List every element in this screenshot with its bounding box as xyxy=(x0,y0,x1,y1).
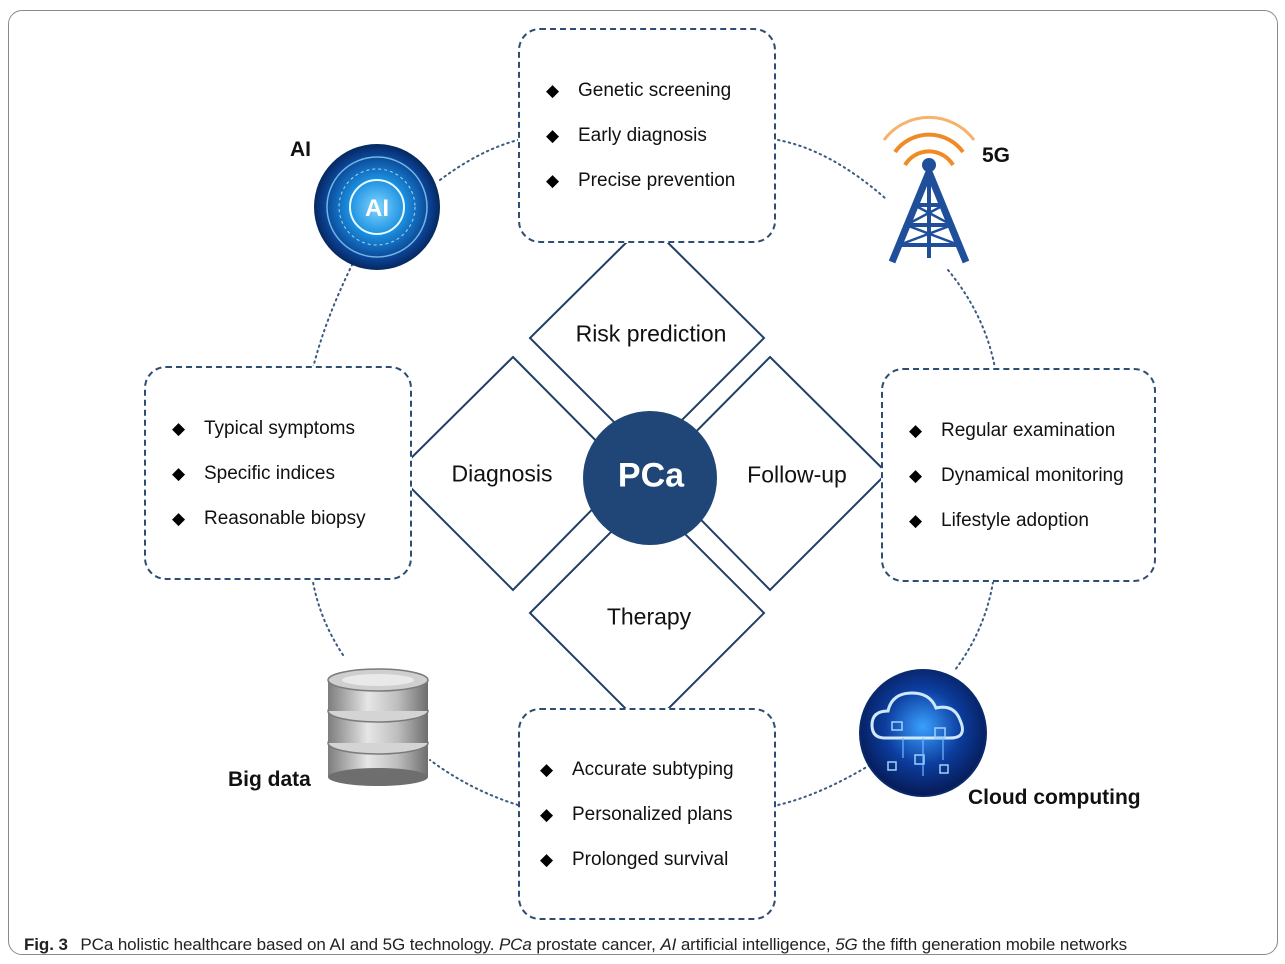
list-item: ◆Personalized plans xyxy=(540,792,774,837)
caption-abbr: AI xyxy=(660,935,677,954)
stage-label-therapy: Therapy xyxy=(606,603,692,630)
connector-5g-right xyxy=(947,269,996,369)
connector-right-cloud xyxy=(954,581,994,671)
list-item: ◆Accurate subtyping xyxy=(540,747,774,792)
list-item: ◆Early diagnosis xyxy=(546,113,774,158)
bullet-diamond-icon: ◆ xyxy=(540,849,554,869)
caption-definition: prostate cancer, xyxy=(536,935,656,954)
tech-label-5g: 5G xyxy=(982,144,1011,167)
bullet-diamond-icon: ◆ xyxy=(909,465,923,485)
bullet-diamond-icon: ◆ xyxy=(909,510,923,530)
diamond-diagnosis xyxy=(394,355,630,592)
box-diagnosis-outcomes: ◆Typical symptoms ◆Specific indices ◆Rea… xyxy=(144,366,412,580)
box-follow-up-outcomes: ◆Regular examination ◆Dynamical monitori… xyxy=(881,368,1156,582)
figure-number: Fig. 3 xyxy=(24,935,68,954)
list-item: ◆Genetic screening xyxy=(546,68,774,113)
connector-bottom-bigdata xyxy=(429,759,519,806)
list-item: ◆Reasonable biopsy xyxy=(172,496,410,541)
figure-frame xyxy=(8,10,1278,955)
dotted-connectors xyxy=(312,139,996,806)
svg-text:AI: AI xyxy=(365,195,389,222)
connector-top-5g xyxy=(777,139,886,199)
caption-definition: the fifth generation mobile networks xyxy=(862,935,1128,954)
bullet-diamond-icon: ◆ xyxy=(540,759,554,779)
bullet-diamond-icon: ◆ xyxy=(172,463,186,483)
list-item: ◆Precise prevention xyxy=(546,158,774,203)
bullet-diamond-icon: ◆ xyxy=(172,418,186,438)
radio-tower-icon xyxy=(882,115,976,264)
list-item: ◆Prolonged survival xyxy=(540,837,774,882)
connector-ai-top xyxy=(439,139,519,181)
list-item: ◆Typical symptoms xyxy=(172,406,410,451)
cloud-network-icon xyxy=(859,669,987,797)
caption-definition: artificial intelligence, xyxy=(680,935,831,954)
stage-diamonds xyxy=(394,220,889,732)
caption-title: PCa holistic healthcare based on AI and … xyxy=(80,935,495,954)
figure-caption: Fig. 3 PCa holistic healthcare based on … xyxy=(24,935,1127,955)
list-item: ◆Regular examination xyxy=(909,408,1154,453)
list-item: ◆Lifestyle adoption xyxy=(909,498,1154,543)
bullet-diamond-icon: ◆ xyxy=(546,126,560,145)
bullet-diamond-icon: ◆ xyxy=(540,804,554,824)
bullet-diamond-icon: ◆ xyxy=(546,171,560,190)
box-risk-prediction-outcomes: ◆Genetic screening ◆Early diagnosis ◆Pre… xyxy=(518,28,776,243)
tech-label-ai: AI xyxy=(290,138,311,161)
connector-left-ai xyxy=(312,264,353,369)
bullet-diamond-icon: ◆ xyxy=(909,420,923,440)
caption-abbr: 5G xyxy=(835,935,858,954)
caption-abbr: PCa xyxy=(498,935,532,954)
bullet-diamond-icon: ◆ xyxy=(546,81,560,100)
stage-label-risk-prediction: Risk prediction xyxy=(575,320,727,347)
center-circle xyxy=(583,411,717,545)
list-item: ◆Dynamical monitoring xyxy=(909,453,1154,498)
bullet-diamond-icon: ◆ xyxy=(172,508,186,528)
stage-label-follow-up: Follow-up xyxy=(747,461,847,488)
list-item: ◆Specific indices xyxy=(172,451,410,496)
connector-cloud-bottom xyxy=(777,764,871,806)
box-therapy-outcomes: ◆Accurate subtyping ◆Personalized plans … xyxy=(518,708,776,920)
stage-label-diagnosis: Diagnosis xyxy=(451,460,553,487)
tech-label-big-data: Big data xyxy=(228,768,311,791)
ai-orb-icon: AI xyxy=(314,144,440,270)
center-label-pca: PCa xyxy=(617,456,685,495)
connector-bigdata-left xyxy=(312,581,344,656)
database-stack-icon xyxy=(327,668,429,786)
tech-label-cloud-computing: Cloud computing xyxy=(968,786,1141,809)
